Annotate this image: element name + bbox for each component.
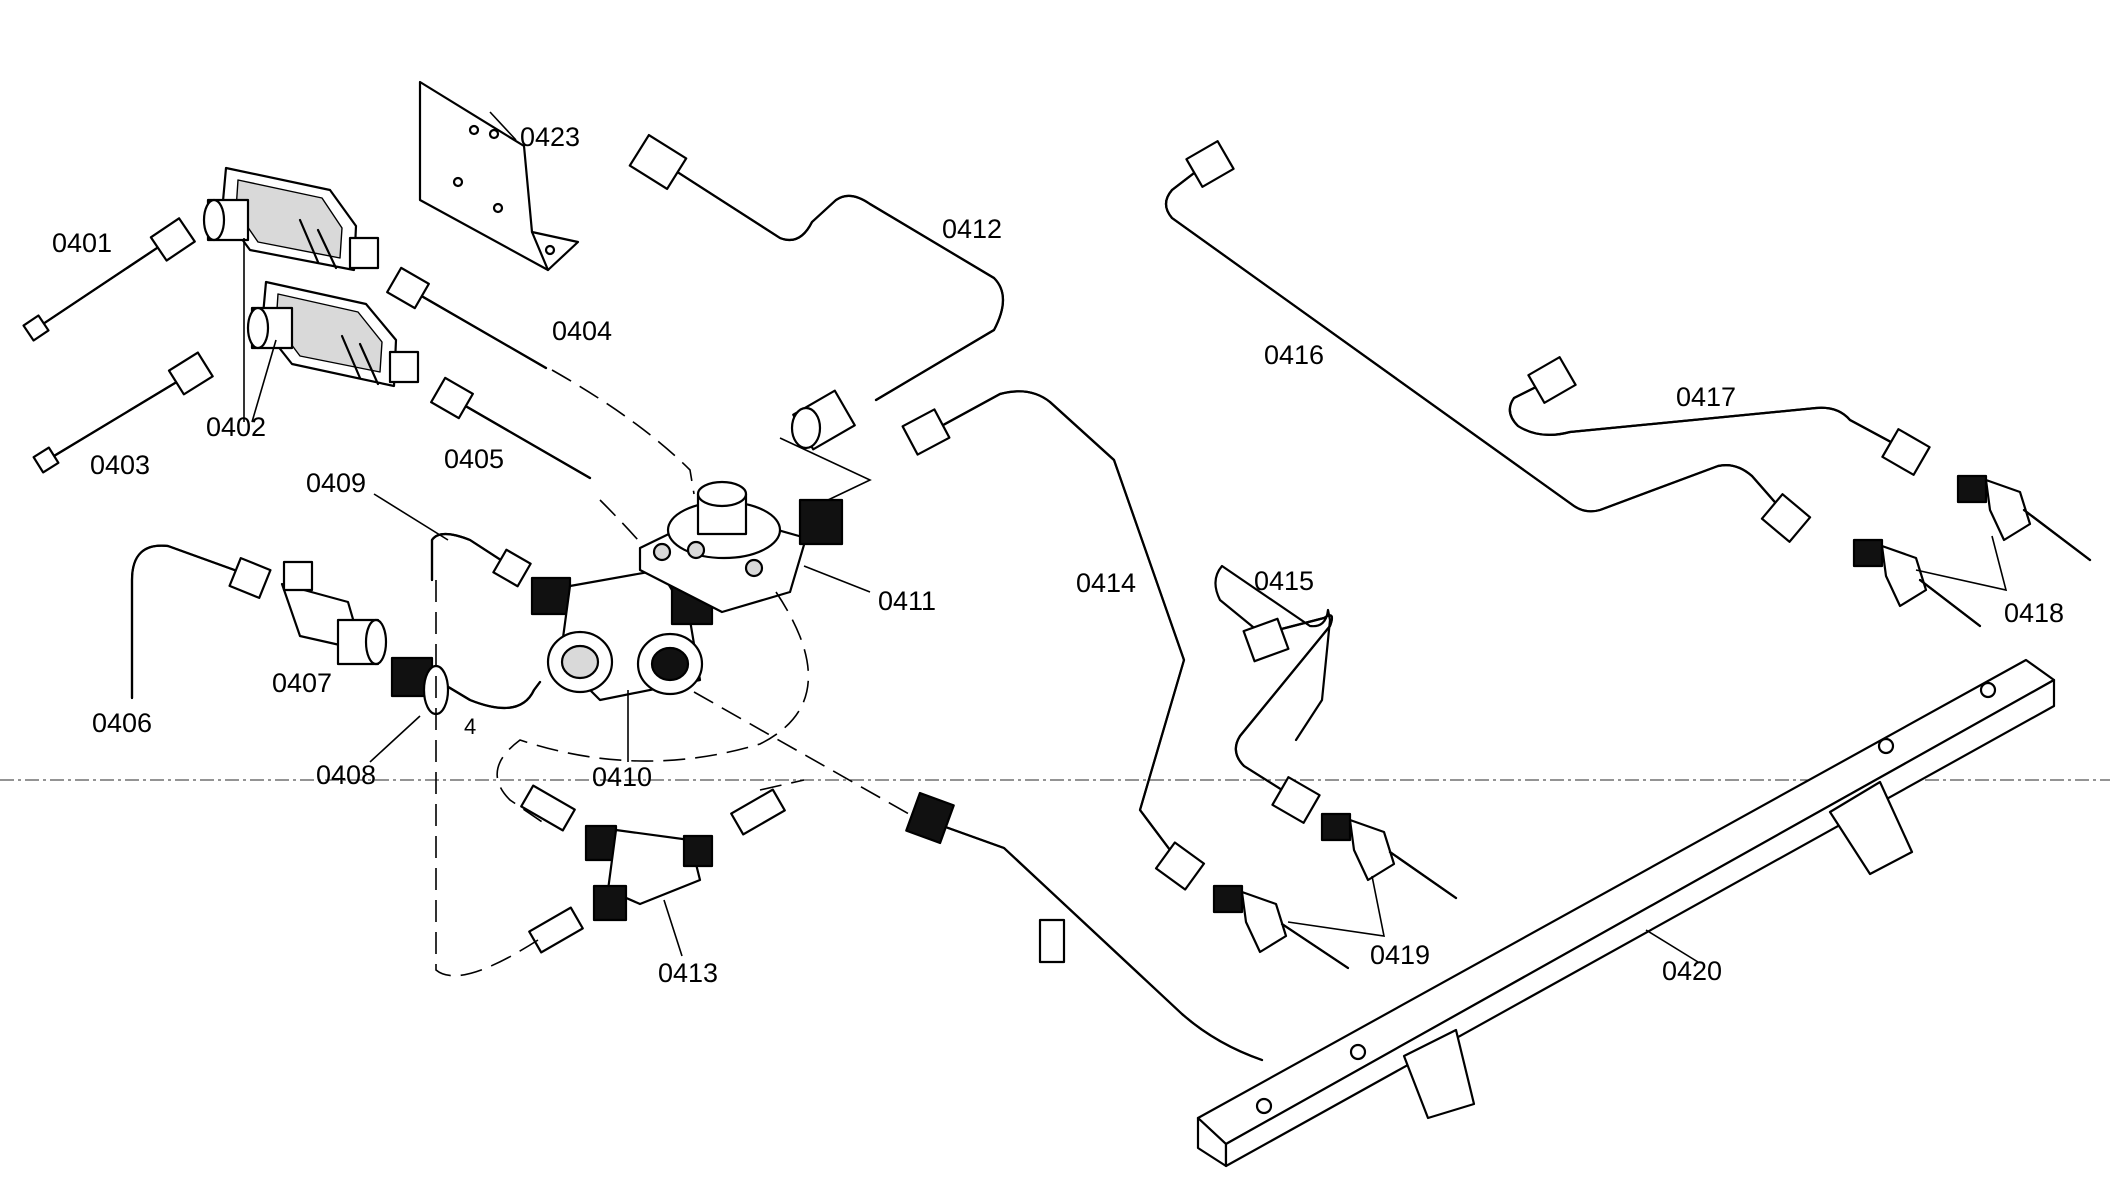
label-0413: 0413	[658, 958, 719, 988]
label-0401: 0401	[52, 228, 113, 258]
part-nipple-b[interactable]	[730, 788, 786, 836]
part-0403-hose[interactable]	[32, 351, 214, 474]
part-0406-bent-hose[interactable]	[130, 544, 272, 700]
part-0407-solenoid[interactable]	[280, 560, 388, 666]
part-0412-long-hose[interactable]	[628, 133, 1005, 451]
leader-0411	[803, 565, 871, 593]
part-0419-valve-b[interactable]	[1212, 884, 1350, 970]
label-0405: 0405	[444, 444, 505, 474]
part-0414-tube[interactable]	[901, 390, 1206, 891]
part-0423-bracket[interactable]	[418, 80, 580, 272]
leader-0419	[1287, 875, 1386, 937]
part-0419-valve-a[interactable]	[1320, 812, 1458, 900]
part-0410-manifold-tee[interactable]	[530, 568, 714, 702]
part-0415-tube[interactable]	[1214, 564, 1334, 824]
part-0409-hose[interactable]	[430, 532, 532, 588]
part-0408-elbow[interactable]: 4	[390, 656, 542, 739]
label-0408: 0408	[316, 760, 377, 790]
label-0419: 0419	[1370, 940, 1431, 970]
leader-0420	[1645, 929, 1699, 963]
leader-0418	[1915, 535, 2008, 592]
part-0404-hose[interactable]	[386, 266, 548, 370]
label-0407: 0407	[272, 668, 333, 698]
assembly-line-c	[435, 580, 539, 977]
part-0417-tube[interactable]	[1508, 356, 1931, 476]
label-0402: 0402	[206, 412, 267, 442]
part-0401-hose[interactable]	[22, 217, 196, 342]
leader-0413	[663, 899, 683, 957]
leader-0408	[369, 715, 421, 763]
label-0414: 0414	[1076, 568, 1137, 598]
label-0418: 0418	[2004, 598, 2065, 628]
label-0404: 0404	[552, 316, 613, 346]
assembly-line-e	[693, 691, 917, 819]
part-0402-valve-lower[interactable]	[246, 280, 420, 388]
label-0415: 0415	[1254, 566, 1315, 596]
part-0405-hose[interactable]	[430, 376, 592, 480]
part-nipple-a[interactable]	[520, 784, 576, 832]
part-nipple-c[interactable]	[528, 906, 584, 954]
label-0410: 0410	[592, 762, 653, 792]
part-0416-tube[interactable]	[1164, 140, 1812, 543]
leader-0423	[489, 111, 517, 141]
part-0413-tee[interactable]	[584, 824, 714, 922]
label-0417: 0417	[1676, 382, 1737, 412]
assembly-line-b	[599, 499, 639, 541]
label-0412: 0412	[942, 214, 1003, 244]
label-0409: 0409	[306, 468, 367, 498]
assembly-line-f	[759, 779, 805, 791]
leader-0402b	[251, 339, 277, 423]
part-0411-regulator[interactable]	[638, 480, 844, 614]
label-0411: 0411	[878, 586, 937, 616]
leader-0412	[779, 437, 872, 501]
part-0418-valve-b[interactable]	[1852, 538, 1982, 628]
label-0406: 0406	[92, 708, 153, 738]
part-0420-manifold[interactable]	[905, 658, 2056, 1168]
label-0403: 0403	[90, 450, 151, 480]
label-0423: 0423	[520, 122, 581, 152]
label-0420: 0420	[1662, 956, 1723, 986]
part-0402-valve-upper[interactable]	[202, 166, 380, 272]
svg-text:4: 4	[464, 714, 476, 739]
part-0418-valve-a[interactable]	[1956, 474, 2092, 562]
assembly-line-d	[496, 591, 810, 827]
label-0416: 0416	[1264, 340, 1325, 370]
leader-0409	[373, 493, 449, 541]
assembly-line-a	[551, 369, 695, 495]
